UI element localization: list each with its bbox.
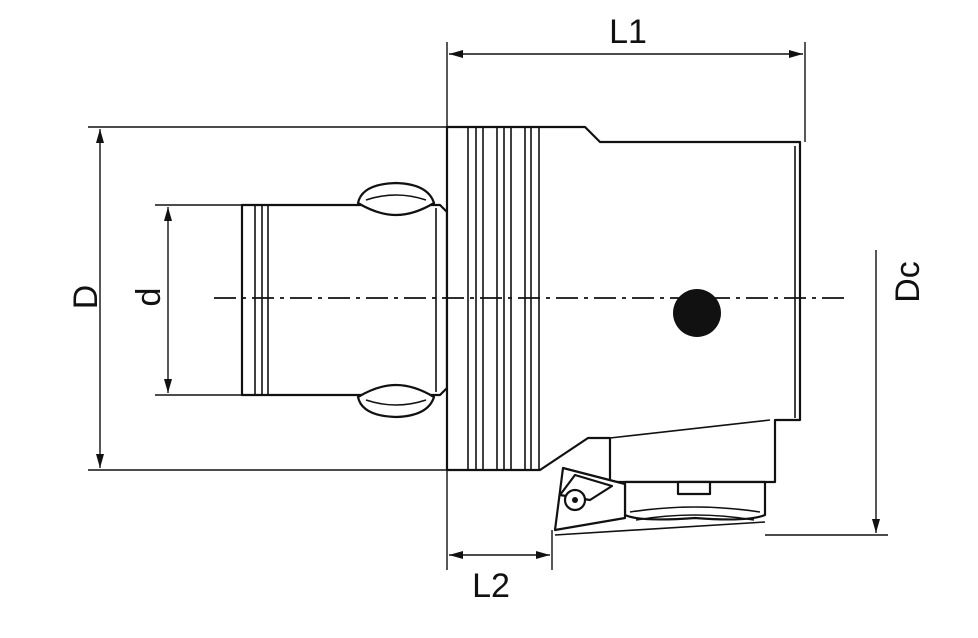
dimension-L1 bbox=[446, 42, 806, 142]
coolant-hole-icon bbox=[673, 289, 721, 337]
label-d: d bbox=[130, 288, 168, 307]
tool-body bbox=[445, 125, 802, 484]
label-L1: L1 bbox=[609, 13, 647, 51]
shank bbox=[240, 203, 449, 397]
dimension-L2 bbox=[446, 470, 553, 570]
drive-key-bottom bbox=[356, 383, 436, 419]
dimension-D bbox=[88, 126, 447, 471]
label-D: D bbox=[67, 285, 105, 310]
dimension-d bbox=[155, 204, 242, 396]
dimension-Dc bbox=[765, 250, 888, 536]
label-L2: L2 bbox=[472, 567, 510, 605]
label-Dc: Dc bbox=[889, 261, 927, 303]
cutting-head bbox=[553, 466, 767, 536]
drive-key-top bbox=[356, 181, 436, 217]
